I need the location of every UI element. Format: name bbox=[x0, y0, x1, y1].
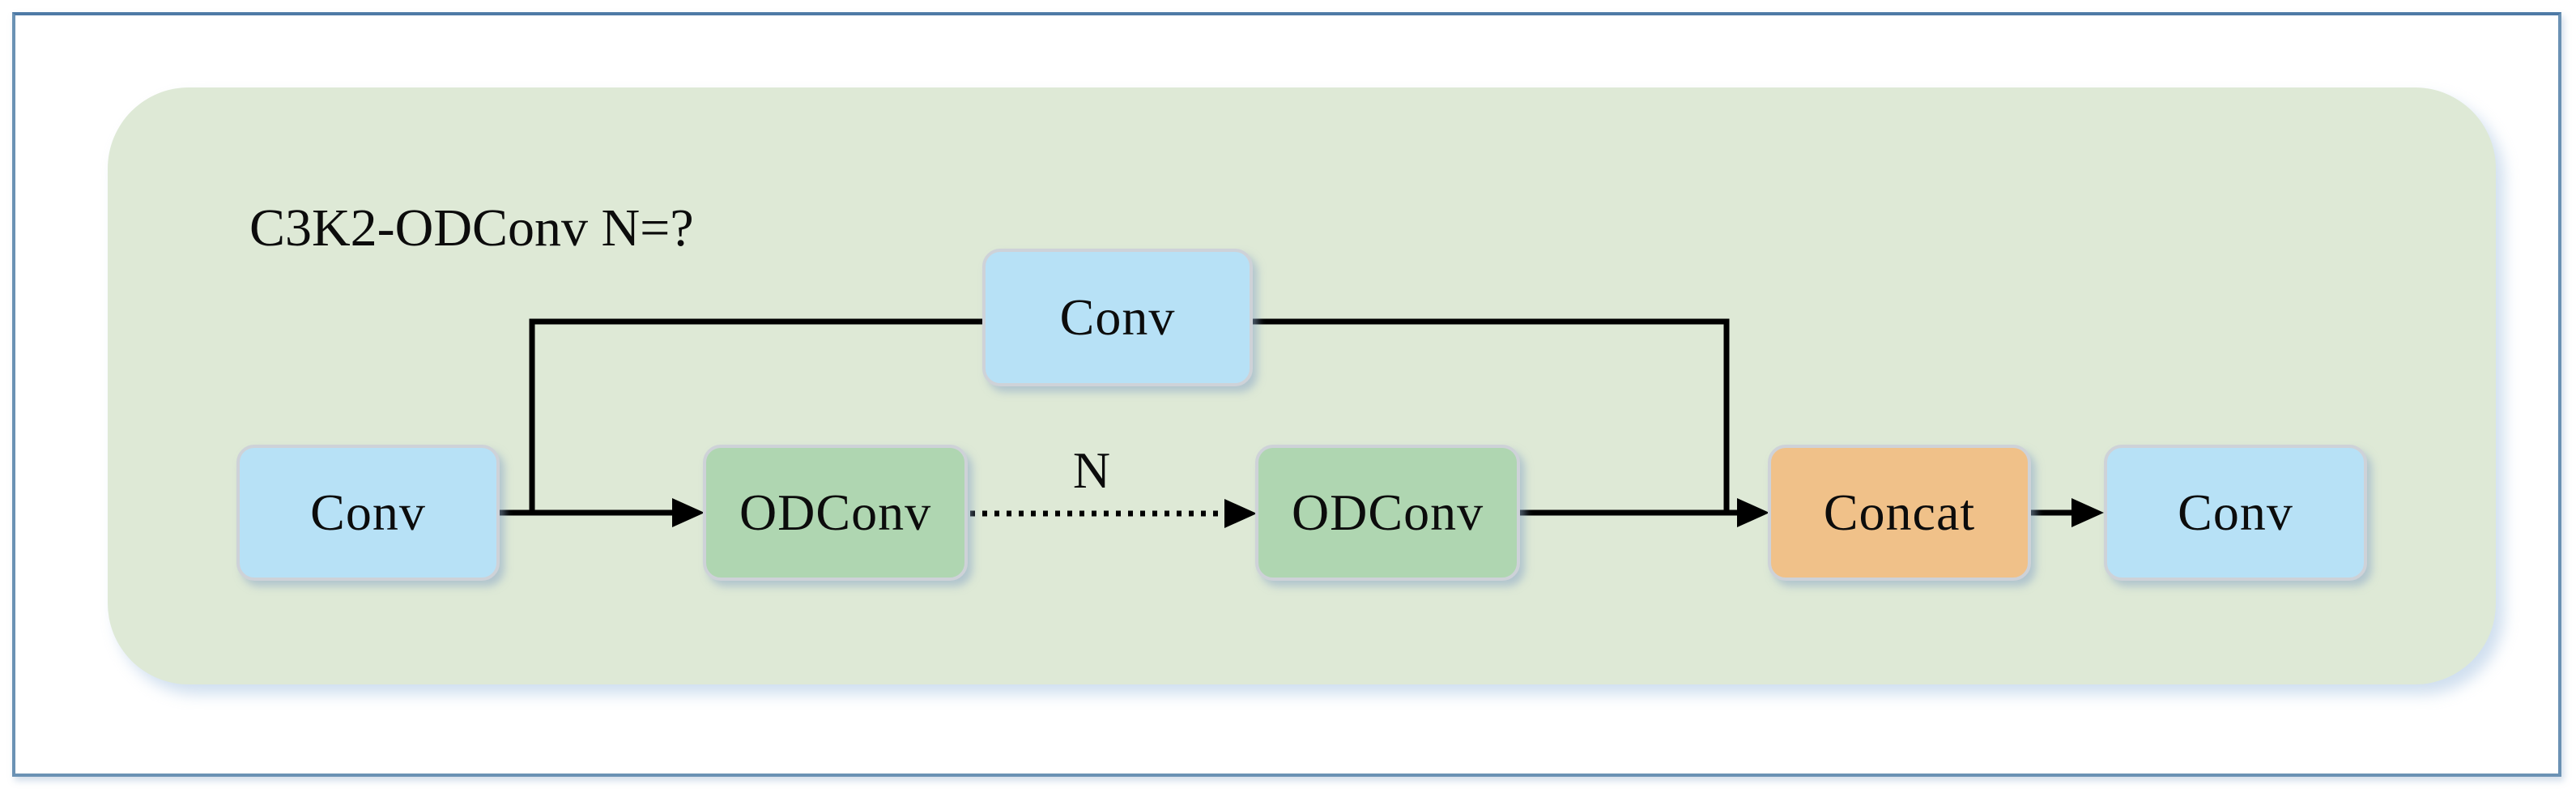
node-conv-output: Conv bbox=[2104, 445, 2367, 581]
node-conv-input: Conv bbox=[236, 445, 500, 581]
module-title: C3K2-ODConv N=? bbox=[249, 198, 694, 258]
node-conv-input-label: Conv bbox=[310, 484, 426, 541]
node-concat: Concat bbox=[1768, 445, 2031, 581]
module-panel bbox=[108, 87, 2496, 684]
node-conv-shortcut-label: Conv bbox=[1059, 288, 1176, 346]
node-odconv-2-label: ODConv bbox=[1291, 484, 1484, 541]
node-odconv-1-label: ODConv bbox=[739, 484, 932, 541]
node-concat-label: Concat bbox=[1823, 484, 1976, 541]
node-conv-shortcut: Conv bbox=[982, 249, 1253, 386]
repeat-count-label: N bbox=[1072, 441, 1111, 499]
node-odconv-1: ODConv bbox=[703, 445, 968, 581]
node-conv-output-label: Conv bbox=[2178, 484, 2293, 541]
node-odconv-2: ODConv bbox=[1255, 445, 1520, 581]
